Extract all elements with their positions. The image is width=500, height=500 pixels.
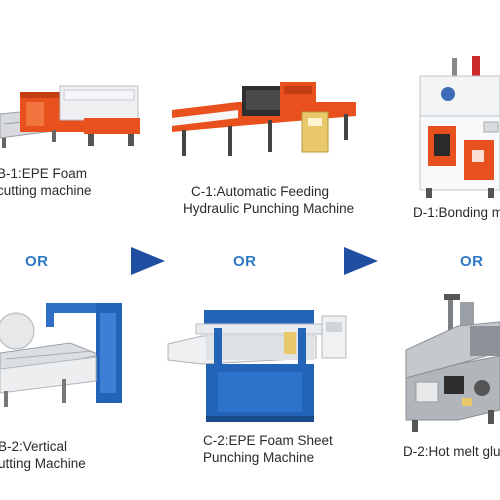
- d2-caption: D-2:Hot melt glu: [403, 443, 500, 460]
- b1-caption-line1: B-1:EPE Foam: [0, 166, 88, 181]
- d1-caption-line1: D-1:Bonding m: [413, 205, 500, 220]
- b1-machine-image: [0, 85, 140, 148]
- c1-caption: C-1:Automatic Feeding Hydraulic Punching…: [183, 183, 354, 217]
- or-label-3: OR: [460, 253, 484, 270]
- c2-caption-line1: C-2:EPE Foam Sheet: [203, 433, 333, 448]
- b2-caption: B-2:Vertical utting Machine: [0, 438, 86, 472]
- d1-caption: D-1:Bonding m: [413, 204, 500, 221]
- c1-caption-line2: Hydraulic Punching Machine: [183, 201, 355, 216]
- or-label-2: OR: [233, 253, 257, 270]
- b2-caption-line2: utting Machine: [0, 456, 86, 471]
- b1-caption-line2: cutting machine: [0, 183, 92, 198]
- c2-caption: C-2:EPE Foam Sheet Punching Machine: [203, 432, 333, 466]
- d2-caption-line1: D-2:Hot melt glu: [403, 444, 500, 459]
- arrow-right-icon: [344, 247, 378, 275]
- c1-caption-line1: C-1:Automatic Feeding: [191, 184, 330, 199]
- d2-machine-image: [405, 294, 500, 432]
- b2-machine-image: [0, 303, 122, 407]
- d1-machine-image: [419, 56, 500, 198]
- b1-caption: B-1:EPE Foam cutting machine: [0, 165, 92, 199]
- b2-caption-line1: B-2:Vertical: [0, 439, 68, 454]
- c2-caption-line2: Punching Machine: [203, 450, 315, 465]
- c2-machine-image: [167, 310, 347, 422]
- c1-machine-image: [172, 82, 356, 156]
- or-label-1: OR: [25, 253, 49, 270]
- arrow-right-icon: [131, 247, 165, 275]
